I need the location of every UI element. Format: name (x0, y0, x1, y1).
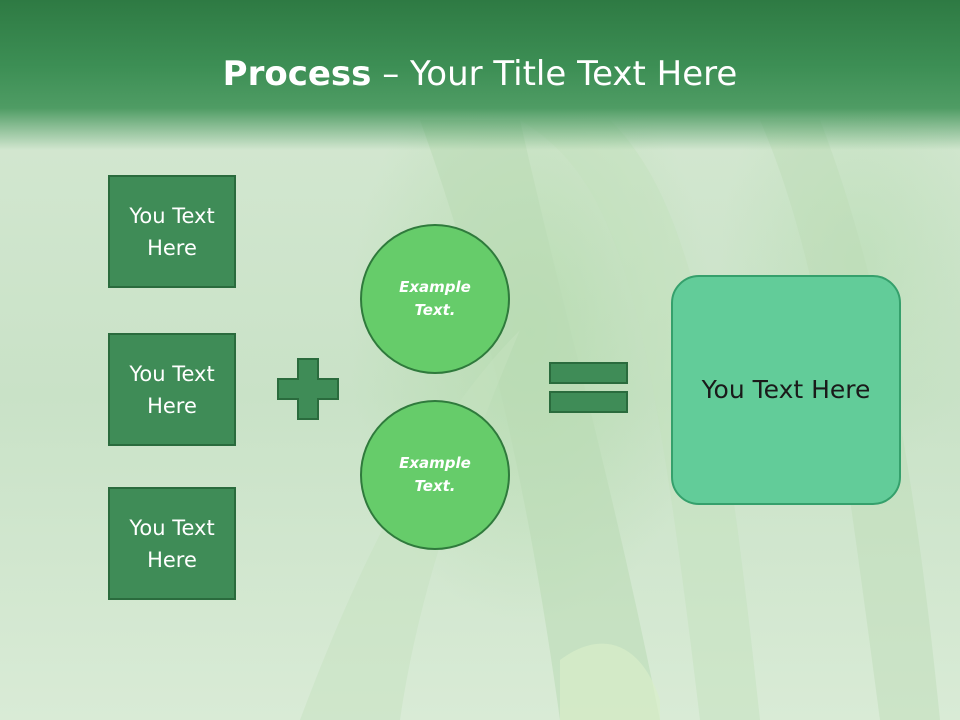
title-banner (0, 0, 960, 150)
left-text-box-line: You Text (129, 361, 215, 386)
left-text-box-line: You Text (129, 515, 215, 540)
example-circle-line: Text. (414, 301, 456, 319)
left-text-box-line: You Text (129, 203, 215, 228)
left-text-box-line: Here (147, 547, 197, 572)
title-bold: Process (222, 54, 372, 94)
plus-icon (277, 358, 339, 420)
example-circle-label: Example Text. (390, 452, 480, 498)
slide-title: Process – Your Title Text Here (0, 52, 960, 96)
example-circle-line: Text. (414, 477, 456, 495)
example-circle-line: Example (399, 278, 471, 296)
example-circle-1: Example Text. (360, 224, 510, 374)
left-text-box-line: Here (147, 393, 197, 418)
title-text: Your Title Text Here (410, 54, 738, 94)
title-separator: – (371, 54, 411, 94)
left-text-box-line: Here (147, 235, 197, 260)
result-text: You Text Here (701, 375, 871, 404)
example-circle-label: Example Text. (390, 276, 480, 322)
example-circle-line: Example (399, 454, 471, 472)
example-circle-2: Example Text. (360, 400, 510, 550)
result-text-box: You Text Here (671, 275, 901, 505)
equals-icon (549, 362, 628, 413)
